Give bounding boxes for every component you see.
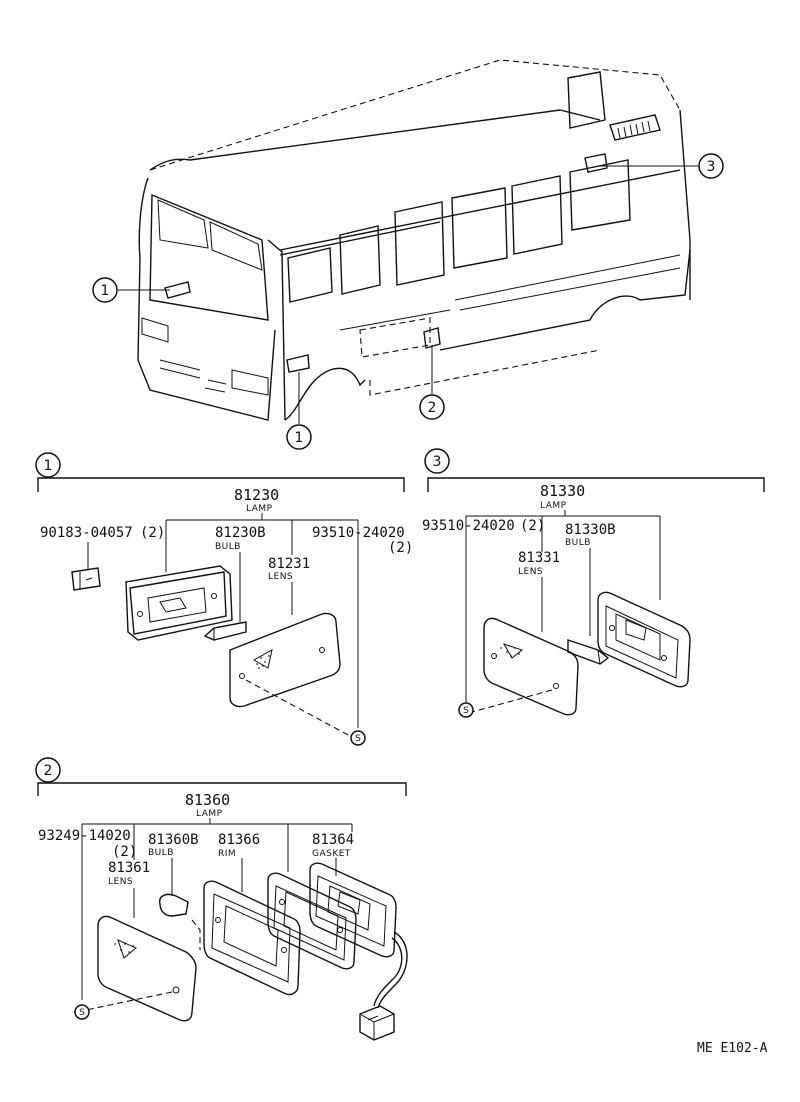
part-number-81366: 81366 (218, 832, 260, 848)
group-3-number: 3 (433, 454, 442, 470)
part-number-90183-04057: 90183-04057 (40, 525, 133, 541)
callout-1-side: 1 (286, 424, 312, 450)
callout-2: 2 (419, 394, 445, 420)
part-number-81230: 81230 (234, 486, 279, 504)
part-name-lens: LENS (518, 567, 543, 577)
part-name-gasket: GASKET (312, 849, 351, 859)
part-number-81360b: 81360B (148, 832, 199, 848)
reference-code: ME E102-A (697, 1041, 768, 1056)
group-2: 2 81360 LAMP 93249-14020 (2) 81360B BULB… (35, 757, 408, 1041)
screw-mark: S (463, 706, 469, 716)
part-name-lens: LENS (268, 572, 293, 582)
part-qty: (2) (112, 844, 137, 860)
callout-label: 1 (295, 430, 304, 446)
part-number-93249-14020: 93249-14020 (38, 828, 131, 844)
group-1: 1 81230 LAMP 90183-04057 (2) 81230B BULB… (35, 452, 413, 746)
callout-1-front: 1 (92, 277, 118, 303)
bus-illustration (137, 59, 691, 421)
part-number-81230b: 81230B (215, 525, 266, 541)
part-number-81330: 81330 (540, 482, 585, 500)
part-number-81364: 81364 (312, 832, 354, 848)
screw-mark: S (79, 1008, 85, 1018)
part-qty: (2) (140, 525, 165, 541)
part-name-bulb: BULB (215, 542, 241, 552)
part-name-lamp: LAMP (196, 809, 223, 819)
part-number-81331: 81331 (518, 550, 560, 566)
part-name-lamp: LAMP (246, 504, 273, 514)
part-qty: (2) (520, 518, 545, 534)
group-3: 3 81330 LAMP 93510-24020 (2) 81330B BULB… (422, 448, 765, 718)
group-1-number: 1 (44, 458, 53, 474)
part-number-81361: 81361 (108, 860, 150, 876)
screw-mark: S (355, 734, 361, 744)
part-number-81330b: 81330B (565, 522, 616, 538)
part-qty: (2) (388, 540, 413, 556)
part-number-81231: 81231 (268, 556, 310, 572)
part-name-lamp: LAMP (540, 501, 567, 511)
part-number-93510-24020: 93510-24020 (422, 518, 515, 534)
callout-label: 1 (101, 283, 110, 299)
callout-label: 2 (428, 400, 437, 416)
part-number-81360: 81360 (185, 791, 230, 809)
part-name-bulb: BULB (148, 848, 174, 858)
part-name-bulb: BULB (565, 538, 591, 548)
bus-callouts: 1 1 2 3 (92, 153, 724, 450)
part-name-rim: RIM (218, 849, 236, 859)
callout-3: 3 (698, 153, 724, 179)
group-2-number: 2 (44, 763, 53, 779)
callout-label: 3 (707, 159, 716, 175)
part-name-lens: LENS (108, 877, 133, 887)
